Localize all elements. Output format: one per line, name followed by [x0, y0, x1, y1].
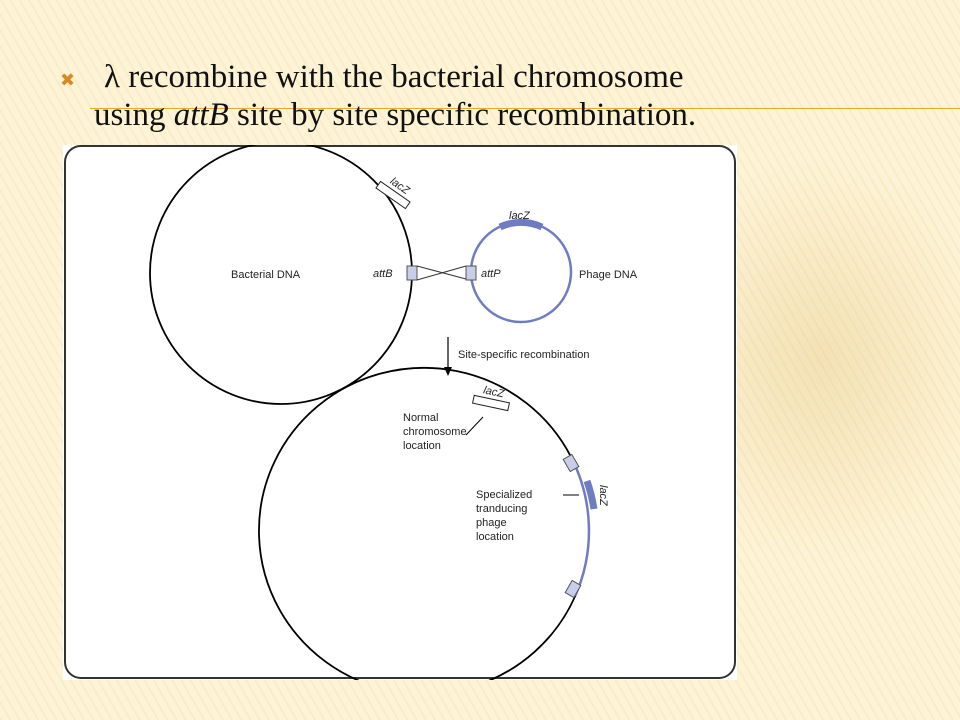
integrated-lacz-label: lacZ: [597, 485, 609, 507]
attp-label: attP: [481, 268, 501, 280]
x-mark-icon: ✖: [60, 70, 76, 91]
att-l-site: [562, 453, 580, 473]
figure-frame: [64, 145, 736, 679]
specialized-label-line-3: phage: [476, 517, 507, 529]
normal-lacz-label: lacZ: [482, 384, 506, 400]
attb-site: [406, 265, 418, 281]
title-line-2: using attB site by site specific recombi…: [94, 96, 854, 134]
crossover-line-2: [416, 265, 467, 281]
integrated-prophage-arc: [569, 455, 591, 597]
recombination-diagram: Bacterial DNA lacZ attB attP lacZ Phage …: [64, 145, 736, 680]
normal-label-line-2: chromosome: [403, 426, 467, 438]
result-chromosome-arc: [258, 366, 577, 680]
normal-lacz-box: [471, 394, 511, 412]
specialized-label-line-4: location: [476, 531, 514, 543]
specialized-label-line-1: Specialized: [476, 489, 532, 501]
title-line-2-post: site by site specific recombination.: [228, 97, 697, 133]
title-attb: attB: [173, 97, 229, 133]
slide-title: λ recombine with the bacterial chromosom…: [94, 58, 854, 134]
bacterial-dna-label: Bacterial DNA: [231, 269, 301, 281]
normal-lacz-gene: lacZ: [471, 384, 511, 412]
phage-lacz-segment: [498, 218, 544, 231]
integrated-lacz-segment: [583, 479, 598, 510]
title-line-2-pre: using: [94, 97, 174, 133]
phage-dna-label: Phage DNA: [579, 269, 638, 281]
att-r-box: [564, 579, 582, 599]
attb-label: attB: [373, 268, 393, 280]
recombination-label: Site-specific recombination: [458, 349, 589, 361]
title-underline: [90, 108, 960, 109]
integrated-lacz-label-group: lacZ: [597, 485, 609, 507]
title-line-1: λ recombine with the bacterial chromosom…: [104, 59, 684, 95]
attp-site: [465, 265, 477, 281]
att-l-box: [562, 453, 580, 473]
att-r-site: [564, 579, 582, 599]
recombination-figure: Bacterial DNA lacZ attB attP lacZ Phage …: [63, 145, 737, 680]
normal-pointer-line: [465, 416, 484, 436]
phage-lacz-label: lacZ: [509, 210, 531, 222]
specialized-label-line-2: tranducing: [476, 503, 527, 515]
normal-label-line-1: Normal: [403, 412, 438, 424]
bacterial-lacz-box: [375, 180, 411, 210]
normal-label-line-3: location: [403, 440, 441, 452]
